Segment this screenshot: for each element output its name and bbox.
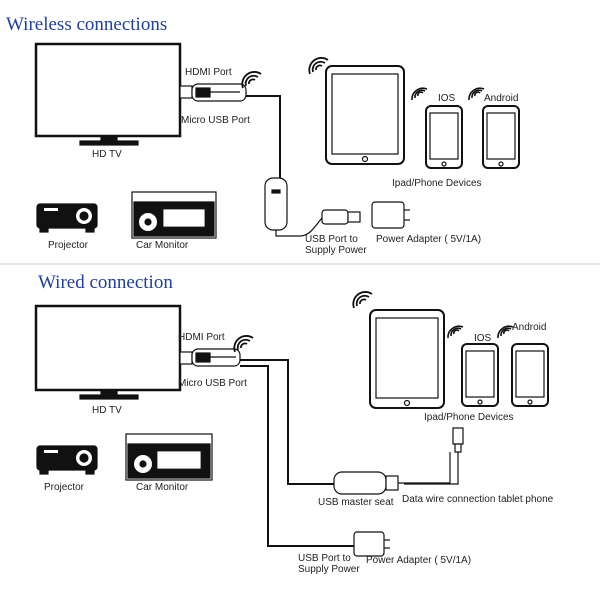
tv-icon [34, 304, 182, 400]
phone-icon [511, 343, 549, 407]
section-title-wired: Wired connection [38, 272, 173, 293]
section-title-wireless: Wireless connections [6, 14, 168, 35]
micro-usb-port-label: Micro USB Port [178, 378, 247, 389]
car-monitor-label: Car Monitor [136, 482, 189, 493]
wifi-icon [308, 57, 329, 75]
phone-icon [482, 105, 520, 169]
wifi-icon [233, 335, 254, 353]
wifi-icon [468, 87, 485, 101]
dongle-icon [264, 177, 288, 231]
ios-label: IOS [438, 93, 456, 104]
projector-label: Projector [44, 482, 85, 493]
usb-plug-icon [321, 209, 361, 225]
dongle-icon [179, 348, 241, 367]
projector-icon [36, 445, 98, 475]
ios-label: IOS [474, 333, 492, 344]
phone-icon [425, 105, 463, 169]
wifi-icon [447, 325, 464, 339]
hd-tv-label: HD TV [92, 149, 122, 160]
wifi-icon [497, 325, 514, 339]
hdmi-port-label: HDMI Port [185, 67, 232, 78]
usb-plug-icon [404, 427, 464, 485]
usb-port-label-line1: USB Port to [298, 553, 351, 564]
phone-icon [461, 343, 499, 407]
power-adapter-icon [371, 201, 410, 229]
car-monitor-icon [125, 433, 213, 481]
tablet-icon [325, 65, 405, 165]
usb-port-label-line2: Supply Power [305, 245, 367, 256]
hd-tv-label: HD TV [92, 405, 122, 416]
car-monitor-icon [131, 191, 217, 239]
power-adapter-icon [353, 531, 390, 557]
android-label: Android [512, 322, 547, 333]
usb-port-label-line1: USB Port to [305, 234, 358, 245]
dongle-icon [179, 83, 247, 102]
wifi-icon [352, 291, 373, 309]
projector-icon [36, 203, 98, 233]
power-adapter-label: Power Adapter ( 5V/1A) [376, 234, 482, 245]
dongle-icon [333, 471, 399, 495]
android-label: Android [484, 93, 519, 104]
wifi-icon [241, 71, 262, 89]
usb-port-label-line2: Supply Power [298, 564, 360, 575]
tablet-icon [369, 309, 445, 409]
projector-label: Projector [48, 240, 89, 251]
devices-label: Ipad/Phone Devices [424, 412, 514, 423]
wifi-icon [411, 87, 428, 101]
power-adapter-label: Power Adapter ( 5V/1A) [366, 555, 472, 566]
micro-usb-port-label: Micro USB Port [181, 115, 250, 126]
hdmi-port-label: HDMI Port [178, 332, 225, 343]
devices-label: Ipad/Phone Devices [392, 178, 482, 189]
car-monitor-label: Car Monitor [136, 240, 189, 251]
usb-master-seat-label: USB master seat [318, 497, 394, 508]
tv-icon [34, 42, 182, 146]
data-wire-label: Data wire connection tablet phone [402, 494, 554, 505]
